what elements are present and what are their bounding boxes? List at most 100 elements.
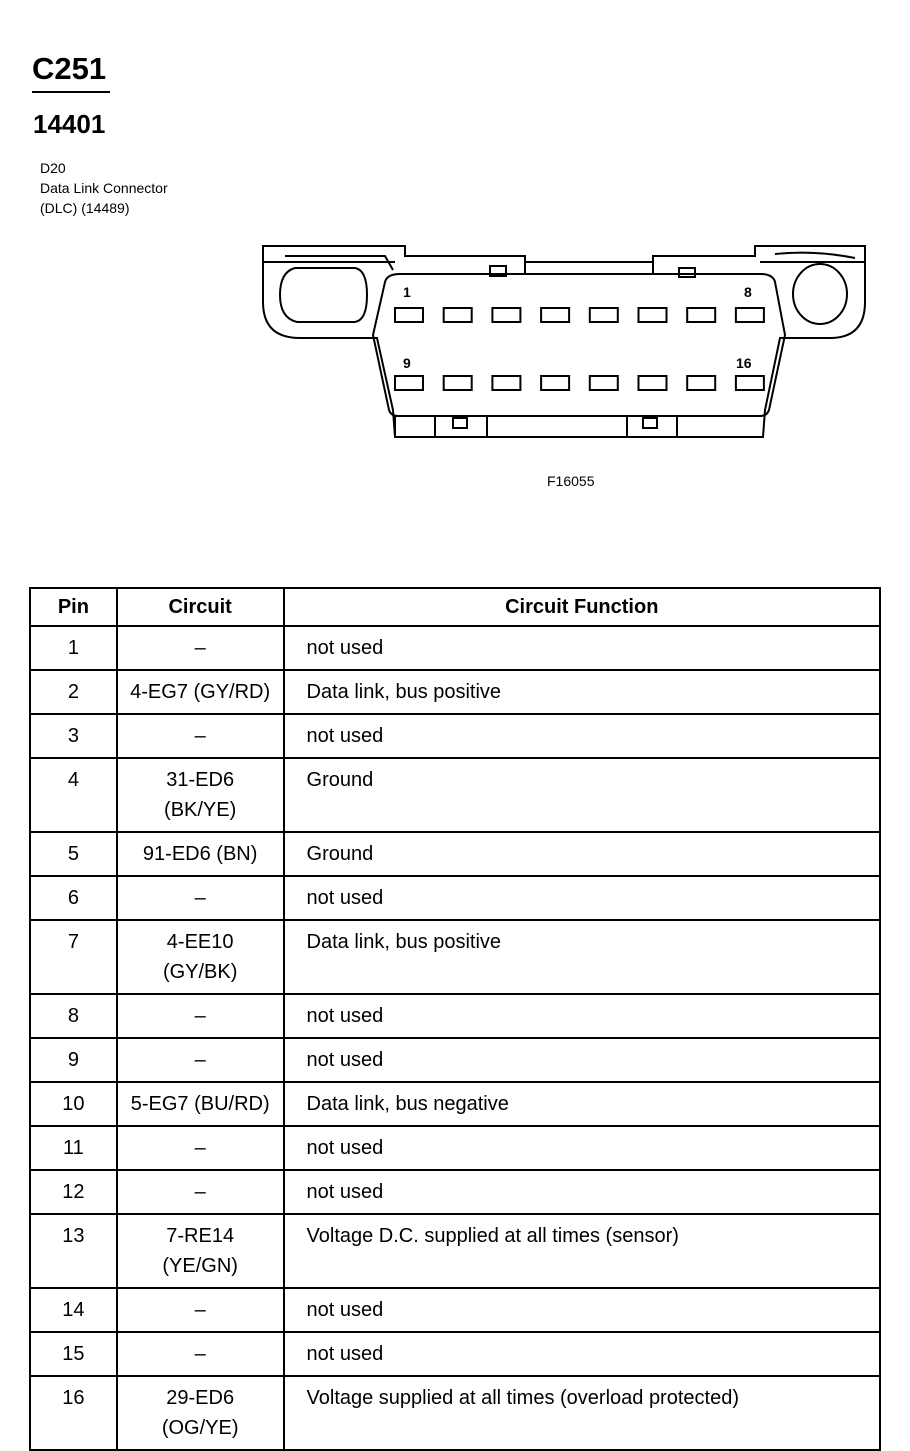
pin-label-9: 9 <box>403 355 411 371</box>
cell-circuit: – <box>115 1169 285 1215</box>
header-function: Circuit Function <box>282 587 882 627</box>
circuit-line: 5-EG7 (BU/RD) <box>130 1093 270 1115</box>
cell-function: Ground <box>282 831 882 877</box>
circuit-line: 4-EG7 (GY/RD) <box>130 681 271 703</box>
circuit-line: – <box>194 1049 206 1071</box>
connector-name: Data Link Connector <box>40 180 168 196</box>
cell-pin: 7 <box>29 919 118 995</box>
table-row: 15 – not used <box>29 1331 882 1377</box>
pin-socket-13 <box>588 375 619 391</box>
connector-location: D20 <box>40 160 66 176</box>
pin-label-16: 16 <box>736 355 752 371</box>
cell-pin: 4 <box>29 757 118 833</box>
cell-function: not used <box>282 1037 882 1083</box>
pin-socket-4 <box>540 307 571 323</box>
cell-circuit: – <box>115 1331 285 1377</box>
circuit-line: (YE/GN) <box>162 1255 238 1277</box>
circuit-line: 91-ED6 (BN) <box>142 843 258 865</box>
bottom-key-left <box>452 417 468 429</box>
circuit-line: (GY/BK) <box>162 961 238 983</box>
cell-function: not used <box>282 1287 882 1333</box>
table-row: 3–not used <box>29 713 882 759</box>
pin-socket-12 <box>540 375 571 391</box>
cell-circuit: – <box>115 1287 285 1333</box>
circuit-line: (BK/YE) <box>164 799 237 821</box>
cell-pin: 2 <box>29 669 118 715</box>
cell-function: Data link, bus negative <box>282 1081 882 1127</box>
cell-circuit: 31-ED6 (BK/YE) <box>115 757 285 833</box>
pin-socket-14 <box>637 375 668 391</box>
cell-pin: 13 <box>29 1213 118 1289</box>
table-row: 6–not used <box>29 875 882 921</box>
circuit-line: (OG/YE) <box>161 1417 239 1439</box>
table-row: 5 91-ED6 (BN) Ground <box>29 831 882 877</box>
cell-circuit: 7-RE14 (YE/GN) <box>115 1213 285 1289</box>
pin-socket-3 <box>491 307 522 323</box>
connector-name-code: (DLC) (14489) <box>40 200 130 216</box>
cell-function: Voltage D.C. supplied at all times (sens… <box>282 1213 882 1289</box>
circuit-line: – <box>194 887 206 909</box>
pin-label-1: 1 <box>403 284 411 300</box>
circuit-line: – <box>194 725 206 747</box>
table-row: 14–not used <box>29 1287 882 1333</box>
table-row: 11 – not used <box>29 1125 882 1171</box>
pin-row-top <box>394 307 765 323</box>
cell-pin: 10 <box>29 1081 118 1127</box>
table-row: 10 5-EG7 (BU/RD) Data link, bus negative <box>29 1081 882 1127</box>
table-header-row: Pin Circuit Circuit Function <box>29 587 882 627</box>
pin-socket-11 <box>491 375 522 391</box>
cell-circuit: – <box>115 1125 285 1171</box>
cell-pin: 5 <box>29 831 118 877</box>
part-number: 14401 <box>33 109 106 139</box>
circuit-line: – <box>194 1137 206 1159</box>
pin-socket-9 <box>394 375 424 391</box>
cell-function: not used <box>282 1125 882 1171</box>
connector-description: D20 Data Link Connector (DLC) (14489) <box>40 158 168 218</box>
cell-pin: 12 <box>29 1169 118 1215</box>
cell-pin: 8 <box>29 993 118 1039</box>
cell-pin: 14 <box>29 1287 118 1333</box>
figure-code: F16055 <box>547 473 595 489</box>
cell-function: Ground <box>282 757 882 833</box>
top-key-right <box>678 267 696 278</box>
cell-function: Voltage supplied at all times (overload … <box>282 1375 882 1451</box>
cell-function: Data link, bus positive <box>282 919 882 995</box>
cell-function: not used <box>282 1331 882 1377</box>
pin-socket-16 <box>734 375 765 391</box>
cell-pin: 11 <box>29 1125 118 1171</box>
connector-shell <box>262 245 866 438</box>
top-key-left <box>489 265 507 277</box>
pin-socket-15 <box>686 375 717 391</box>
pin-row-bottom <box>394 375 765 391</box>
pin-socket-7 <box>686 307 717 323</box>
circuit-line: 7-RE14 <box>166 1225 235 1247</box>
header-circuit: Circuit <box>115 587 285 627</box>
cell-pin: 9 <box>29 1037 118 1083</box>
pin-cavity <box>371 273 787 417</box>
table-row: 8–not used <box>29 993 882 1039</box>
cell-function: not used <box>282 713 882 759</box>
cell-function: not used <box>282 1169 882 1215</box>
cell-circuit: – <box>115 875 285 921</box>
left-mounting-hole <box>278 267 369 323</box>
right-mounting-hole <box>792 263 848 325</box>
circuit-line: – <box>194 1343 206 1365</box>
cell-pin: 1 <box>29 625 118 671</box>
cell-circuit: – <box>115 625 285 671</box>
cell-pin: 15 <box>29 1331 118 1377</box>
cell-circuit: 4-EE10 (GY/BK) <box>115 919 285 995</box>
connector-id: C251 <box>32 51 107 86</box>
pin-socket-8 <box>734 307 765 323</box>
bottom-key-right <box>642 417 658 429</box>
circuit-line: 31-ED6 <box>166 769 235 791</box>
circuit-line: 29-ED6 <box>166 1387 235 1409</box>
circuit-line: 4-EE10 <box>166 931 234 953</box>
cell-circuit: – <box>115 1037 285 1083</box>
circuit-line: – <box>194 637 206 659</box>
table-row: 12–not used <box>29 1169 882 1215</box>
cell-circuit: – <box>115 713 285 759</box>
table-row: 13 7-RE14 (YE/GN) Voltage D.C. supplied at … <box>29 1213 882 1289</box>
title-underline <box>32 91 110 93</box>
